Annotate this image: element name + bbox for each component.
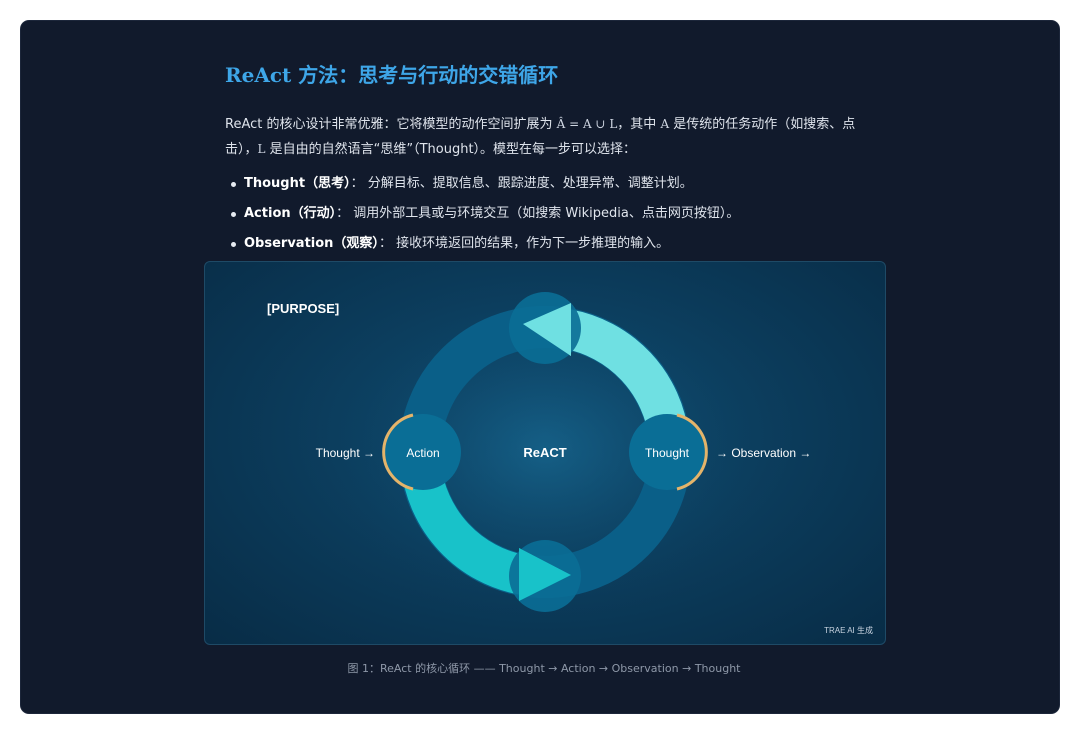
action-node-label: Action bbox=[406, 446, 439, 460]
intro-text-1: ReAct 的核心设计非常优雅：它将模型的动作空间扩展为 bbox=[225, 117, 557, 132]
output-label: → Observation → bbox=[716, 446, 811, 460]
bullet-term: Thought（思考） bbox=[244, 176, 351, 191]
action-node-accent-arc bbox=[382, 413, 414, 491]
symbol-l: L bbox=[257, 142, 266, 156]
bullet-action: Action（行动）： 调用外部工具或与环境交互（如搜索 Wikipedia、点… bbox=[225, 201, 905, 231]
bullet-sep: ： bbox=[378, 236, 392, 251]
formula: Â = A ∪ L bbox=[556, 117, 618, 131]
bullet-text: 调用外部工具或与环境交互（如搜索 Wikipedia、点击网页按钮）。 bbox=[353, 206, 740, 221]
bullet-term: Action（行动） bbox=[244, 206, 337, 221]
intro-text-4: 是自由的自然语言“思维”（Thought）。模型在每一步可以选择： bbox=[265, 142, 637, 157]
bullet-observation: Observation（观察）： 接收环境返回的结果，作为下一步推理的输入。 bbox=[225, 231, 905, 261]
thought-node bbox=[629, 414, 705, 490]
watermark: TRAE AI 生成 bbox=[824, 625, 873, 635]
bullet-list: Thought（思考）： 分解目标、提取信息、跟踪进度、处理异常、调整计划。 A… bbox=[225, 171, 905, 261]
purpose-tag: [PURPOSE] bbox=[267, 301, 339, 316]
symbol-a: A bbox=[660, 117, 670, 131]
bullet-sep: ： bbox=[336, 206, 350, 221]
bullet-thought: Thought（思考）： 分解目标、提取信息、跟踪进度、处理异常、调整计划。 bbox=[225, 171, 905, 201]
thought-node-accent-arc bbox=[676, 413, 708, 491]
intro-paragraph: ReAct 的核心设计非常优雅：它将模型的动作空间扩展为 Â = A ∪ L，其… bbox=[225, 112, 885, 162]
figure-caption: 图 1：ReAct 的核心循环 —— Thought → Action → Ob… bbox=[347, 662, 741, 675]
arrow-bottom-head-front bbox=[519, 548, 571, 601]
action-node bbox=[385, 414, 461, 490]
intro-text-3: 是传统的任务动作（如搜索、点击）， bbox=[225, 117, 856, 157]
intro-text-2: ，其中 bbox=[617, 117, 661, 132]
center-label: ReACT bbox=[523, 445, 566, 460]
bullet-text: 接收环境返回的结果，作为下一步推理的输入。 bbox=[396, 236, 670, 251]
react-cycle-figure: [PURPOSE] ReACT Action Thought Thought →… bbox=[204, 261, 886, 645]
react-cycle-diagram: [PURPOSE] ReACT Action Thought Thought →… bbox=[267, 282, 873, 635]
section-title: ReAct 方法：思考与行动的交错循环 bbox=[225, 63, 559, 87]
thought-node-label: Thought bbox=[645, 446, 690, 460]
arrow-top-head-front bbox=[523, 303, 571, 356]
input-label: Thought → bbox=[316, 446, 375, 460]
bullet-text: 分解目标、提取信息、跟踪进度、处理异常、调整计划。 bbox=[367, 176, 693, 191]
bullet-term: Observation（观察） bbox=[244, 236, 379, 251]
bullet-sep: ： bbox=[350, 176, 364, 191]
